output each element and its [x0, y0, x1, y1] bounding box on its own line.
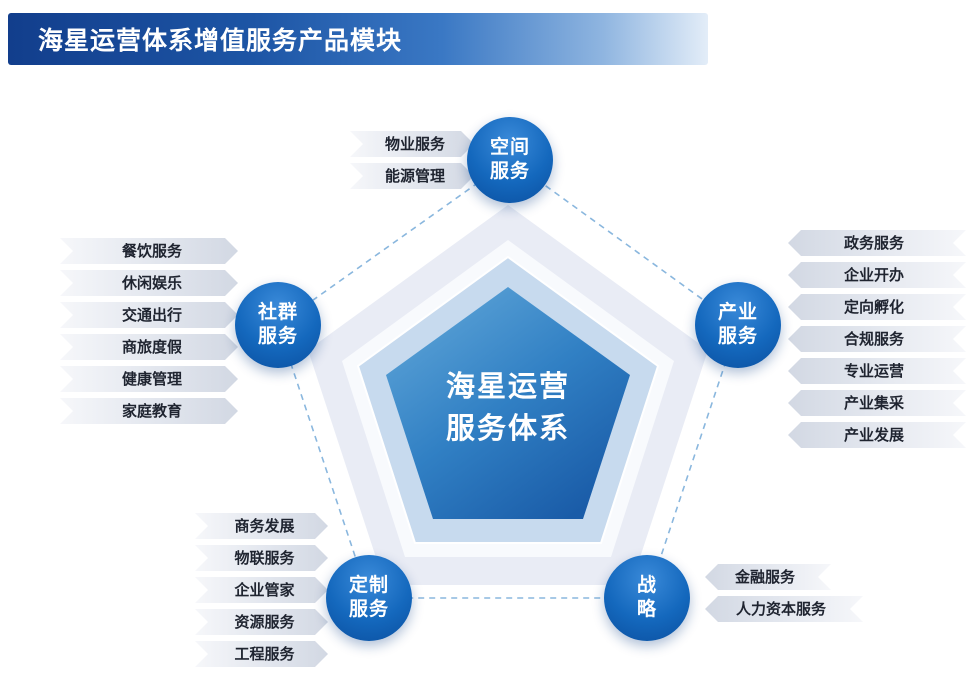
service-tag: 产业发展: [788, 422, 966, 448]
service-tag: 休闲娱乐: [60, 270, 238, 296]
center-label-line1: 海星运营: [445, 368, 571, 403]
service-tag: 物联服务: [195, 545, 328, 571]
node-label-line2: 服务: [489, 160, 530, 182]
center-label: 海星运营 服务体系: [446, 365, 570, 449]
dashed-outline: [277, 159, 739, 599]
node-space-services: 空间 服务: [467, 117, 553, 203]
service-tag: 交通出行: [60, 302, 238, 328]
node-label-line1: 产业: [717, 301, 758, 324]
service-tag: 物业服务: [350, 131, 474, 157]
core-pentagon: [386, 287, 630, 519]
center-label-line2: 服务体系: [445, 411, 571, 445]
node-strategy-services: 战 略: [604, 555, 690, 641]
node-label-line2: 服务: [257, 325, 298, 347]
service-tag: 企业开办: [788, 262, 966, 288]
service-tag: 工程服务: [195, 641, 328, 667]
node-label-line2: 服务: [348, 598, 389, 620]
service-tag: 商务发展: [195, 513, 328, 539]
service-tag: 金融服务: [705, 564, 831, 590]
node-label-line2: 略: [636, 598, 657, 620]
page-title: 海星运营体系增值服务产品模块: [38, 26, 403, 55]
node-label-line1: 空间: [489, 136, 530, 159]
header-banner: 海星运营体系增值服务产品模块: [8, 13, 708, 65]
service-tag: 健康管理: [60, 366, 238, 392]
node-label-line2: 服务: [717, 325, 758, 347]
node-label-line1: 社群: [257, 301, 298, 324]
service-tag: 定向孵化: [788, 294, 966, 320]
service-tag: 资源服务: [195, 609, 328, 635]
service-tag: 人力资本服务: [705, 596, 863, 622]
service-tag: 商旅度假: [60, 334, 238, 360]
service-tag: 家庭教育: [60, 398, 238, 424]
service-tag: 产业集采: [788, 390, 966, 416]
node-label-line1: 定制: [348, 574, 389, 597]
service-tag: 政务服务: [788, 230, 966, 256]
service-tag: 餐饮服务: [60, 238, 238, 264]
service-tag: 企业管家: [195, 577, 328, 603]
node-community-services: 社群 服务: [235, 282, 321, 368]
service-tag: 专业运营: [788, 358, 966, 384]
service-tag: 能源管理: [350, 163, 474, 189]
node-custom-services: 定制 服务: [326, 555, 412, 641]
service-tag: 合规服务: [788, 326, 966, 352]
node-label-line1: 战: [636, 574, 657, 597]
node-industry-services: 产业 服务: [695, 282, 781, 368]
